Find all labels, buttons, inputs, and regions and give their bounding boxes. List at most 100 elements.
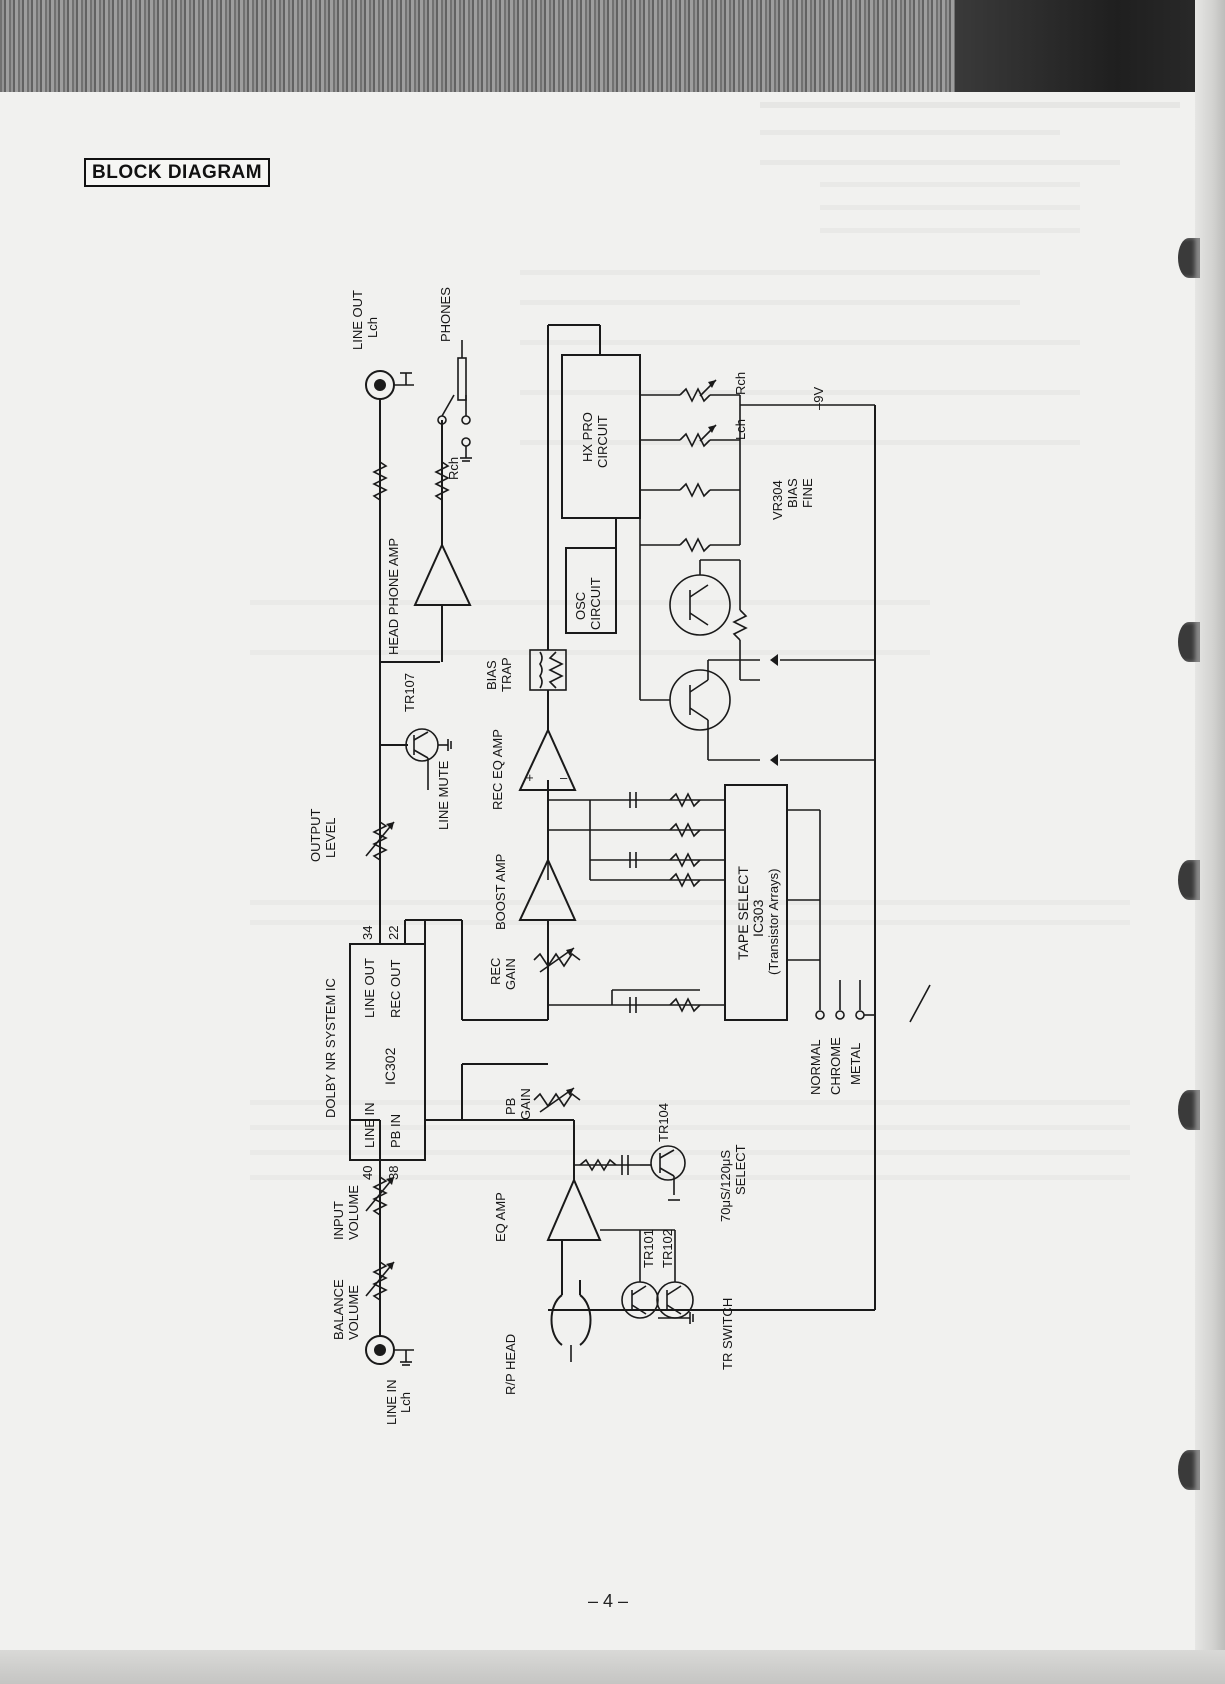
bias-fine-label-2: FINE bbox=[800, 478, 815, 508]
ic302-label: IC302 bbox=[382, 1047, 398, 1085]
balance-volume-resistor bbox=[365, 1261, 395, 1301]
binder-hole-icon bbox=[1178, 1450, 1200, 1490]
bias-trap bbox=[529, 649, 567, 691]
show-through-texture bbox=[250, 102, 1180, 1180]
minus-sign: – bbox=[560, 770, 568, 785]
pin-line-in-label: LINE IN bbox=[362, 1102, 377, 1148]
plus-sign: + bbox=[526, 770, 534, 785]
binder-hole-icon bbox=[1178, 238, 1200, 278]
dolby-title-label: DOLBY NR SYSTEM IC bbox=[323, 978, 338, 1118]
rch-label: Rch bbox=[733, 372, 748, 395]
pin-pb-in-label: PB IN bbox=[388, 1114, 403, 1148]
ic302-box bbox=[349, 943, 426, 1161]
tr107-label: TR107 bbox=[402, 673, 417, 712]
scan-shadow-corner bbox=[955, 0, 1225, 92]
resistor bbox=[372, 461, 388, 501]
tape-select-switch bbox=[787, 809, 931, 1023]
chrome-label: CHROME bbox=[828, 1037, 843, 1095]
resistor bbox=[732, 609, 748, 641]
rec-gain-label: REC bbox=[488, 958, 503, 985]
pin-40-label: 40 bbox=[360, 1166, 375, 1180]
pb-gain-label: PB bbox=[503, 1098, 518, 1115]
pin-line-out-label: LINE OUT bbox=[362, 958, 377, 1018]
line-in-label: LINE IN bbox=[384, 1379, 399, 1425]
balance-volume-label-2: VOLUME bbox=[346, 1285, 361, 1340]
binder-hole-icon bbox=[1178, 860, 1200, 900]
input-volume-resistor bbox=[365, 1176, 395, 1216]
ic303-box bbox=[724, 784, 788, 1021]
line-out-label: LINE OUT bbox=[350, 290, 365, 350]
binder-hole-icon bbox=[1178, 622, 1200, 662]
input-volume-label: INPUT bbox=[331, 1201, 346, 1240]
tr101-label: TR101 bbox=[641, 1229, 656, 1268]
headphone-amp-symbol bbox=[413, 542, 472, 606]
diode-icon bbox=[770, 754, 778, 766]
line-out-jack bbox=[365, 370, 414, 400]
resistor bbox=[434, 461, 450, 501]
tr102-label: TR102 bbox=[660, 1229, 675, 1268]
pin-rec-out-label: REC OUT bbox=[388, 959, 403, 1018]
select-70-120-label-2: SELECT bbox=[733, 1144, 748, 1195]
bias-trap-label: BIAS bbox=[484, 660, 499, 690]
ic303-label: IC303 bbox=[750, 899, 766, 937]
minus-9v-label: –9V bbox=[811, 387, 826, 410]
tr107-transistor bbox=[380, 728, 452, 790]
rec-eq-amp-symbol bbox=[518, 727, 577, 791]
normal-label: NORMAL bbox=[808, 1039, 823, 1095]
tape-select-label: TAPE SELECT bbox=[735, 866, 751, 960]
pin-22-label: 22 bbox=[386, 926, 401, 940]
diagram-labels: LINE IN Lch BALANCE VOLUME INPUT VOLUME … bbox=[308, 287, 863, 1425]
diode-icon bbox=[770, 654, 778, 666]
output-level-label-2: LEVEL bbox=[323, 818, 338, 858]
bias-transistor-1 bbox=[669, 669, 731, 731]
resistor bbox=[579, 1158, 617, 1172]
vr304-label: VR304 bbox=[770, 480, 785, 520]
tr-switch-label: TR SWITCH bbox=[720, 1298, 735, 1370]
rch-phones-label: Rch bbox=[446, 457, 461, 480]
line-mute-label: LINE MUTE bbox=[436, 760, 451, 830]
pin-38-label: 38 bbox=[386, 1166, 401, 1180]
tr101-transistor bbox=[621, 1281, 659, 1319]
page-edge bbox=[1195, 0, 1225, 1684]
select-70-120-label: 70μS/120μS bbox=[718, 1150, 733, 1222]
line-out-lch-label: Lch bbox=[365, 317, 380, 338]
pin-34-label: 34 bbox=[360, 926, 375, 940]
output-level-resistor bbox=[365, 821, 395, 861]
eq-amp-label: EQ AMP bbox=[493, 1192, 508, 1242]
osc-label-2: CIRCUIT bbox=[588, 577, 603, 630]
binder-hole-icon bbox=[1178, 1090, 1200, 1130]
rec-gain-label-2: GAIN bbox=[503, 958, 518, 990]
boost-amp-symbol bbox=[518, 857, 577, 921]
pb-gain-label-2: GAIN bbox=[518, 1088, 533, 1120]
lch-label: Lch bbox=[733, 419, 748, 440]
output-level-label: OUTPUT bbox=[308, 809, 323, 863]
scan-shadow-bottom bbox=[0, 1650, 1225, 1684]
rp-head-icon bbox=[550, 1294, 592, 1362]
vr304-resistor bbox=[640, 379, 875, 553]
phones-jack bbox=[437, 340, 472, 462]
hx-pro-label-2: CIRCUIT bbox=[595, 415, 610, 468]
page-title: BLOCK DIAGRAM bbox=[84, 158, 271, 187]
headphone-amp-label: HEAD PHONE AMP bbox=[386, 538, 401, 655]
tr104-label: TR104 bbox=[656, 1103, 671, 1142]
tr102-transistor bbox=[656, 1281, 694, 1319]
osc-label: OSC bbox=[573, 592, 588, 620]
eq-amp-symbol bbox=[546, 1177, 602, 1241]
input-volume-label-2: VOLUME bbox=[346, 1185, 361, 1240]
tr104-transistor bbox=[650, 1145, 686, 1181]
phones-label: PHONES bbox=[438, 287, 453, 342]
balance-volume-label: BALANCE bbox=[331, 1279, 346, 1340]
rec-gain-resistor bbox=[533, 947, 581, 973]
eq-rc-network bbox=[547, 792, 725, 1013]
pb-gain-resistor bbox=[533, 1087, 581, 1113]
rp-head-label: R/P HEAD bbox=[503, 1334, 518, 1395]
line-in-jack bbox=[365, 1335, 414, 1366]
transistor-arrays-label: (Transistor Arrays) bbox=[766, 869, 781, 975]
bias-fine-label: BIAS bbox=[785, 478, 800, 508]
boost-amp-label: BOOST AMP bbox=[493, 854, 508, 930]
bias-trap-label-2: TRAP bbox=[499, 657, 514, 692]
rec-eq-amp-label: REC EQ AMP bbox=[490, 729, 505, 810]
line-in-lch-label: Lch bbox=[398, 1392, 413, 1413]
